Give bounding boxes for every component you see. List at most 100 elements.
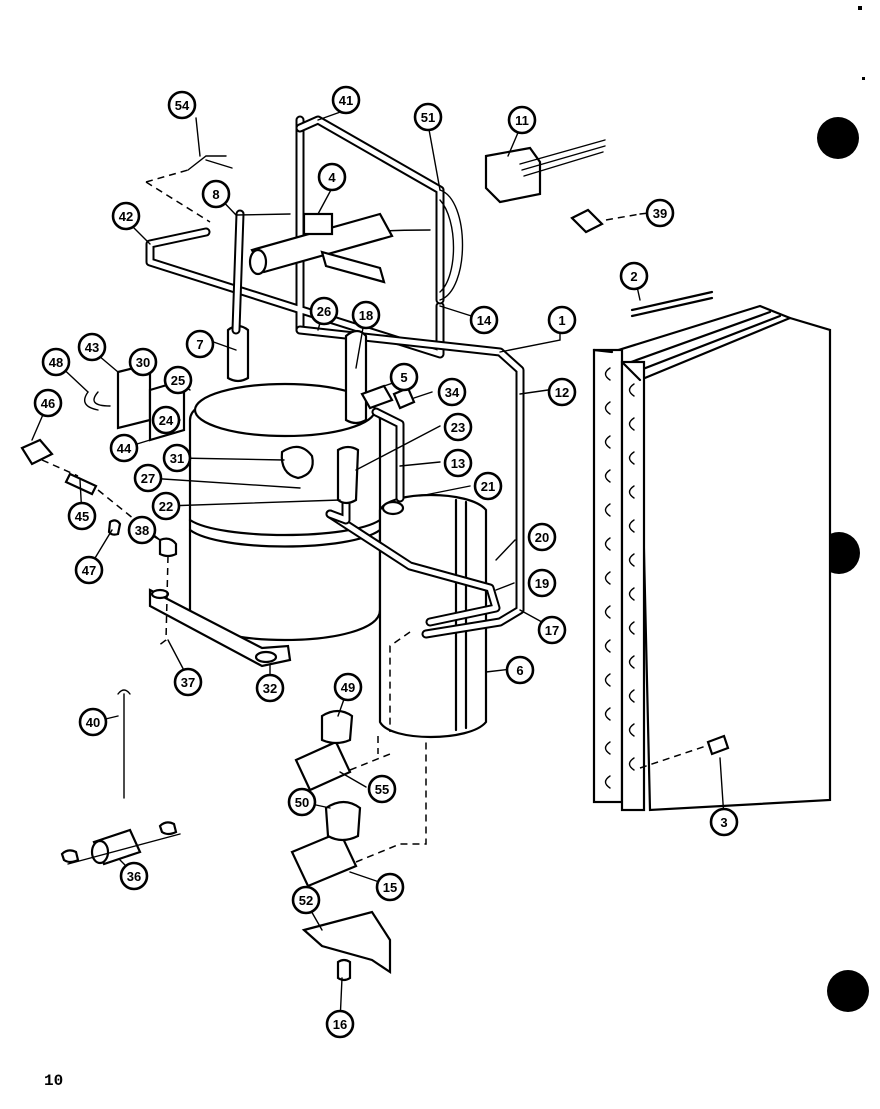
callout-14: 14 [469,305,499,335]
callout-label: 21 [481,479,495,494]
callout-bubble [41,347,71,377]
callout-52: 52 [291,885,321,915]
callout-bubble [128,347,158,377]
callout-bubble [201,179,231,209]
callout-label: 31 [170,451,184,466]
callout-11: 11 [507,105,537,135]
callout-bubble [109,433,139,463]
callout-bubble [619,261,649,291]
callout-26: 26 [309,296,339,326]
callout-label: 3 [720,815,727,830]
callout-bubble [413,102,443,132]
callout-label: 30 [136,355,150,370]
callout-bubble [709,807,739,837]
callout-37: 37 [173,667,203,697]
callout-label: 15 [383,880,397,895]
callout-bubble [287,787,317,817]
callout-label: 36 [127,869,141,884]
callout-bubble [167,90,197,120]
page-number: 10 [44,1072,64,1090]
condenser-coil [592,290,832,812]
callout-54: 54 [167,90,197,120]
callout-42: 42 [111,201,141,231]
callout-bubble [375,872,405,902]
callout-bubble [291,885,321,915]
callout-22: 22 [151,491,181,521]
callout-label: 18 [359,308,373,323]
callout-label: 45 [75,509,89,524]
callout-49: 49 [333,672,363,702]
callout-31: 31 [162,443,192,473]
callout-20: 20 [527,522,557,552]
callout-bubble [78,707,108,737]
callout-label: 26 [317,304,331,319]
callout-47: 47 [74,555,104,585]
callout-36: 36 [119,861,149,891]
reversing-valve [248,212,394,505]
callout-bubble [473,471,503,501]
callout-bubble [255,673,285,703]
callout-4: 4 [317,162,347,192]
callout-label: 8 [212,187,219,202]
callout-16: 16 [325,1009,355,1039]
compressor [148,324,382,668]
callout-18: 18 [351,300,381,330]
callout-label: 24 [159,413,174,428]
callout-24: 24 [151,405,181,435]
callout-39: 39 [645,198,675,228]
callout-12: 12 [547,377,577,407]
callout-bubble [547,377,577,407]
callout-bubble [33,388,63,418]
callout-label: 46 [41,396,55,411]
callout-bubble [527,568,557,598]
callout-label: 12 [555,385,569,400]
callout-8: 8 [201,179,231,209]
callout-label: 13 [451,456,465,471]
callout-6: 6 [505,655,535,685]
callout-38: 38 [127,515,157,545]
callout-label: 5 [400,370,407,385]
callout-label: 38 [135,523,149,538]
leader-lines [31,109,725,1023]
callout-21: 21 [473,471,503,501]
service-valves [290,631,427,982]
callout-bubble [162,443,192,473]
callout-34: 34 [437,377,467,407]
callout-5: 5 [389,362,419,392]
callout-label: 39 [653,206,667,221]
callout-bubble [325,1009,355,1039]
callout-label: 54 [175,98,190,113]
callout-30: 30 [128,347,158,377]
callout-bubble [163,365,193,395]
callout-bubble [389,362,419,392]
callout-label: 40 [86,715,100,730]
callout-bubble [443,412,473,442]
callout-bubble [333,672,363,702]
callout-bubble [537,615,567,645]
callout-label: 47 [82,563,96,578]
callout-bubble [67,501,97,531]
callout-7: 7 [185,329,215,359]
callout-label: 32 [263,681,277,696]
callout-label: 34 [445,385,460,400]
callout-bubble [173,667,203,697]
callout-23: 23 [443,412,473,442]
callout-bubble [351,300,381,330]
callout-48: 48 [41,347,71,377]
loose-parts [20,139,641,866]
callout-label: 20 [535,530,549,545]
callout-bubble [367,774,397,804]
callout-44: 44 [109,433,139,463]
callout-bubble [317,162,347,192]
callout-label: 23 [451,420,465,435]
callout-51: 51 [413,102,443,132]
callout-label: 17 [545,623,559,638]
callout-label: 11 [515,113,529,128]
callout-2: 2 [619,261,649,291]
callout-bubble [507,105,537,135]
callout-43: 43 [77,332,107,362]
callout-25: 25 [163,365,193,395]
callout-46: 46 [33,388,63,418]
callout-3: 3 [709,807,739,837]
